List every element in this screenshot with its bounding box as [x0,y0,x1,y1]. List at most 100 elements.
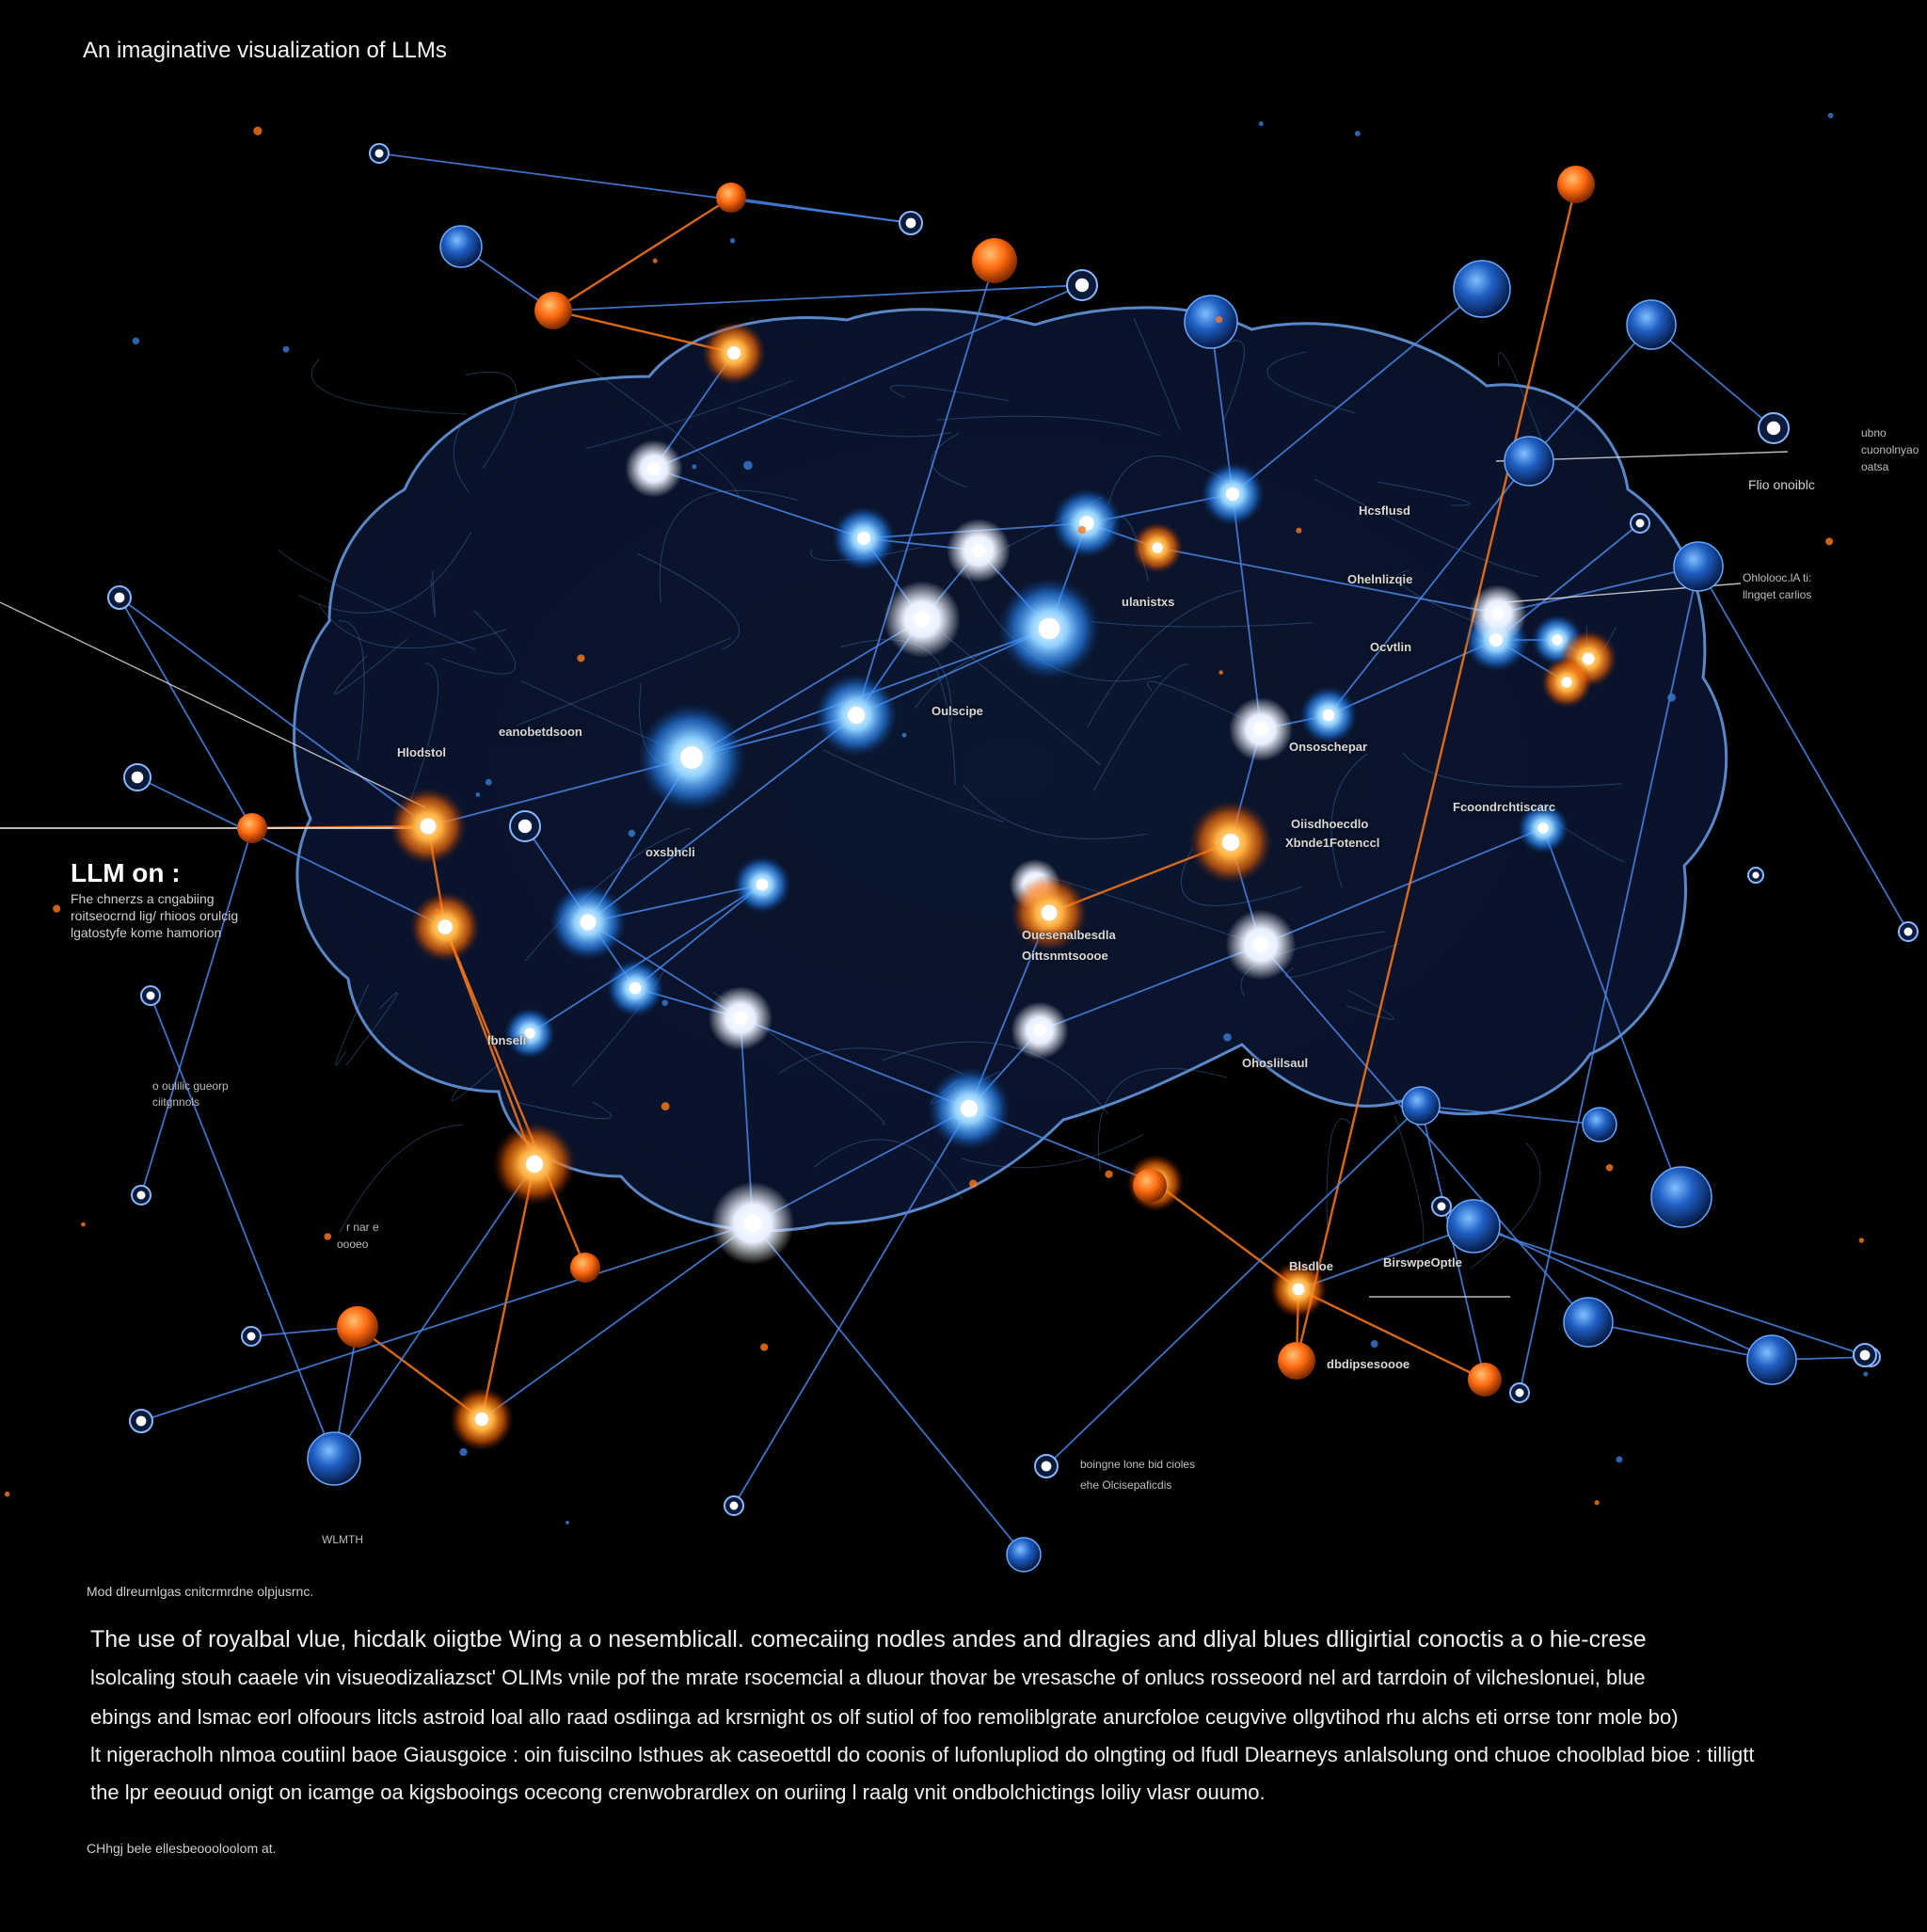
orange-sphere-node [1468,1363,1502,1397]
orange-sphere-node [1557,166,1595,203]
side-panel-heading: LLM on : [71,858,181,887]
mesh-strand [465,371,518,469]
background-speck [1825,537,1834,546]
caption-bottom: CHhgj bele ellesbeoooloolom at. [87,1841,277,1856]
blue-sphere-node [1401,1086,1441,1126]
background-speck [565,1520,570,1525]
mesh-strand [1266,351,1356,414]
side-panel-line-2: roitseocrnd lig/ rhioos orulcig [71,908,239,923]
small-node-core [1437,1202,1446,1211]
inner-label-4: Hcsflusd [1359,503,1410,518]
inner-label-2: eanobetdsoon [499,725,582,739]
network-edge [480,1163,536,1420]
mesh-strand [1097,1067,1228,1172]
network-edge [1697,566,1909,933]
background-speck [1105,1170,1113,1178]
node-core [680,746,703,769]
mesh-strand [963,785,1148,839]
caption-top: Mod dlreurnlgas cnitcrmrdne olpjusrnc. [87,1584,314,1599]
blue-sphere-node [1746,1334,1797,1385]
inner-label-19: Ohoslilsaul [1242,1056,1309,1070]
small-node-core [146,991,155,1000]
orange-sphere-node [237,813,267,843]
node-core [1552,634,1563,646]
page-title: An imaginative visualization of LLMs [83,38,447,63]
background-speck [282,345,290,353]
background-speck [729,237,736,244]
inner-label-16: BirswpeOptle [1383,1255,1462,1269]
small-node-core [1041,1461,1052,1472]
mesh-strand [1378,481,1471,506]
network-edge [136,776,446,928]
node-core [914,611,931,628]
network-edge [730,197,912,224]
node-core [1221,833,1240,852]
mesh-strand [1346,989,1394,1020]
small-node-core [114,592,125,603]
mesh-strand [890,385,1009,402]
paragraph-line-3: ebings and lsmac eorl olfoours litcls as… [90,1705,1679,1729]
inner-label-8: Onsoschepar [1289,740,1368,754]
node-core [1041,904,1058,921]
node-core [1033,1024,1046,1037]
background-speck [628,829,636,838]
label-right-top-a: ubno [1861,426,1887,439]
inner-label-17: dbdipsesoooe [1327,1357,1410,1371]
mesh-strand [430,569,436,617]
mesh-strand [441,610,517,675]
label-right-top-c: oatsa [1861,460,1889,473]
label-bottom-center-a: boingne lone bid cioles [1080,1458,1196,1471]
mesh-strand [585,379,794,450]
background-speck [1215,316,1223,324]
mesh-strand [1470,1142,1541,1269]
node-core [580,914,597,931]
background-speck [1077,525,1087,535]
network-edge [150,995,335,1460]
mesh-strand [659,489,798,603]
node-core [847,706,866,725]
background-speck [1354,130,1361,136]
blue-sphere-node [439,225,483,268]
network-edge [443,926,536,1165]
network-edge [855,260,995,716]
orange-sphere-node [1278,1342,1315,1380]
node-core [857,532,870,545]
node-core [1038,617,1060,640]
network-edge [378,152,912,224]
node-core [1582,652,1595,665]
small-node-core [1752,871,1760,879]
label-left-1a: o oulilic gueorp [152,1079,229,1093]
background-speck [434,909,439,914]
inner-label-6: Ocvtlin [1370,640,1412,654]
label-bottom-center-b: ehe Olcisepaficdis [1080,1478,1172,1492]
background-speck [1827,112,1834,119]
inner-label-5: Ohelnlizqie [1347,572,1413,586]
label-right-2a: Ohlolooc.lA ti: [1743,571,1812,584]
inner-label-15: lbnseli [487,1033,527,1047]
label-right-2b: llngqet carlios [1743,588,1812,601]
small-node-core [905,217,916,229]
mesh-strand [882,1041,1109,1115]
background-speck [652,258,658,263]
network-edge [529,884,763,1034]
small-node-core [135,1415,147,1427]
label-left-2b: oooeo [337,1237,369,1251]
network-edge [1295,184,1578,1362]
mesh-strand [1133,318,1181,430]
background-speck [53,904,61,913]
inner-label-12: Ouesenalbesdla [1022,928,1116,942]
network-edge [1156,547,1499,615]
mesh-strand [298,532,472,614]
network-edge [1155,1182,1299,1290]
small-node-core [1903,927,1913,936]
node-core [647,462,661,475]
background-speck [1370,1340,1378,1349]
blue-sphere-node [1673,541,1724,592]
background-speck [475,792,481,797]
node-core [960,1099,979,1118]
inner-label-3: ulanistxs [1122,595,1175,609]
mesh-strand [1180,847,1302,906]
network-edge [1587,1321,1773,1361]
inner-label-7: Oulscipe [932,704,983,718]
network-edge [552,196,732,312]
